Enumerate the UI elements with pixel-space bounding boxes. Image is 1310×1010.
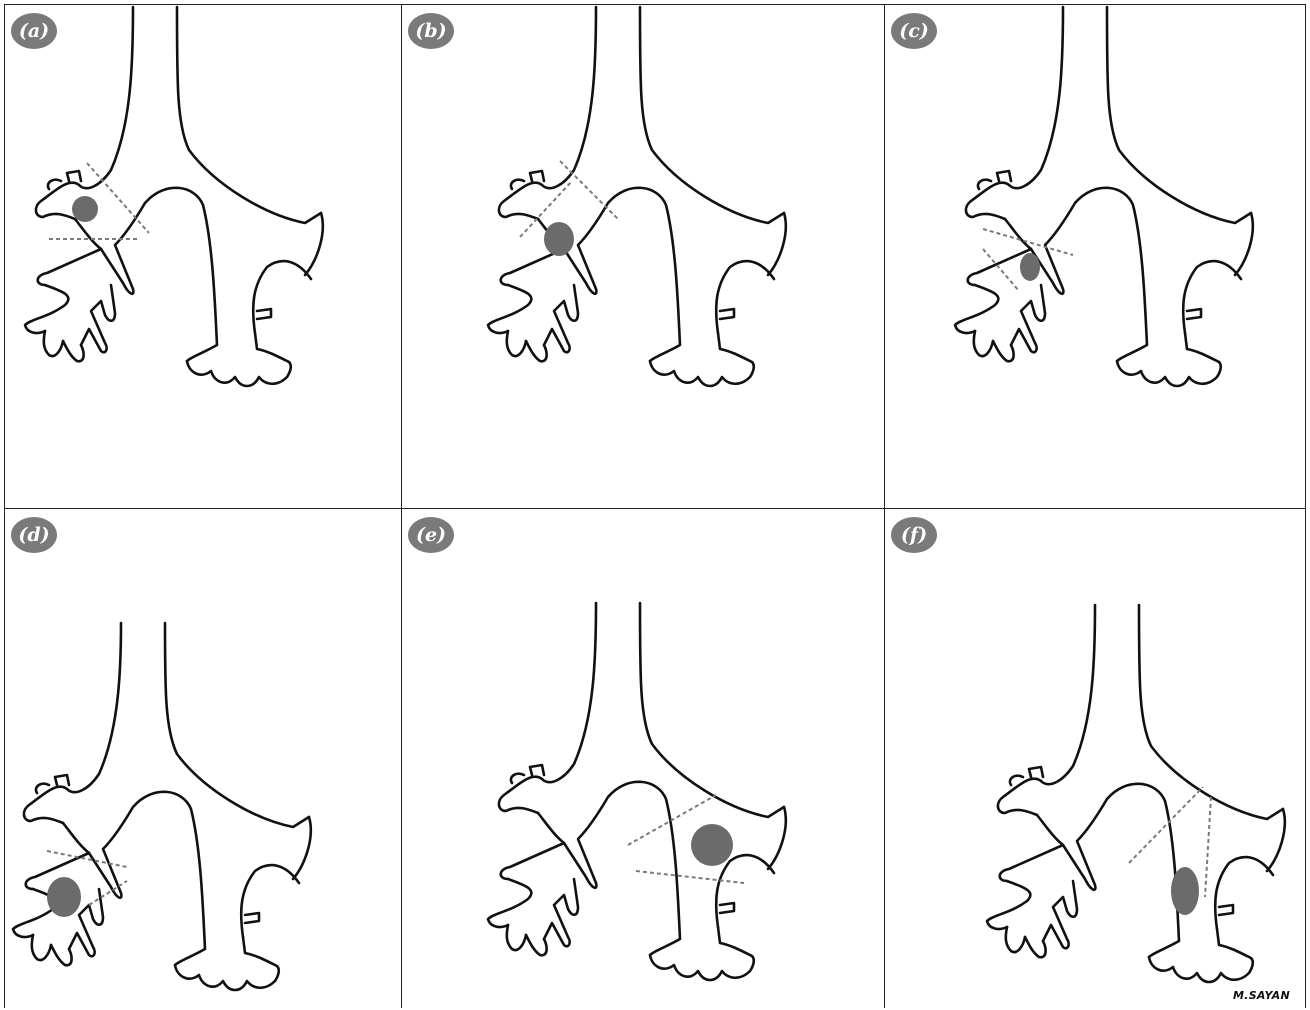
tumor-lesion [691,824,733,866]
bronchial-tree-outline [13,623,311,990]
bronchial-tree-diagram [885,509,1305,1008]
tumor-lesion [1020,253,1040,281]
bronchial-tree-outline [488,7,786,386]
panel-b: (b) [402,5,884,507]
resection-lines [49,163,149,239]
panel-label-badge: (d) [11,517,57,553]
panel-label-badge: (a) [11,13,57,49]
panel-label-badge: (c) [891,13,937,49]
panel-e: (e) [402,509,884,1008]
resection-lines [1129,787,1211,897]
tumor-lesion [1171,867,1199,915]
panel-label-badge: (b) [408,13,454,49]
tumor-lesion [47,877,81,917]
bronchial-tree-diagram [402,509,884,1008]
tumor-lesion [544,222,574,256]
bronchial-tree-diagram [5,5,401,507]
divider-horizontal [4,508,1306,509]
panel-c: (c) [885,5,1305,507]
bronchial-tree-outline [955,7,1253,386]
bronchial-tree-outline [488,603,786,980]
tumor-lesion [72,196,98,222]
panel-label-badge: (f) [891,517,937,553]
panel-f: (f) [885,509,1305,1008]
panel-a: (a) [5,5,401,507]
panel-d: (d) [5,509,401,1008]
author-signature: M.SAYAN [1233,989,1290,1002]
bronchial-tree-outline [25,7,323,386]
bronchial-tree-diagram [5,509,401,1008]
divider-vertical-2 [884,4,885,1008]
bronchial-tree-diagram [402,5,884,507]
bronchial-tree-diagram [885,5,1305,507]
bronchial-tree-outline [987,605,1285,982]
divider-vertical-1 [401,4,402,1008]
panel-label-badge: (e) [408,517,454,553]
